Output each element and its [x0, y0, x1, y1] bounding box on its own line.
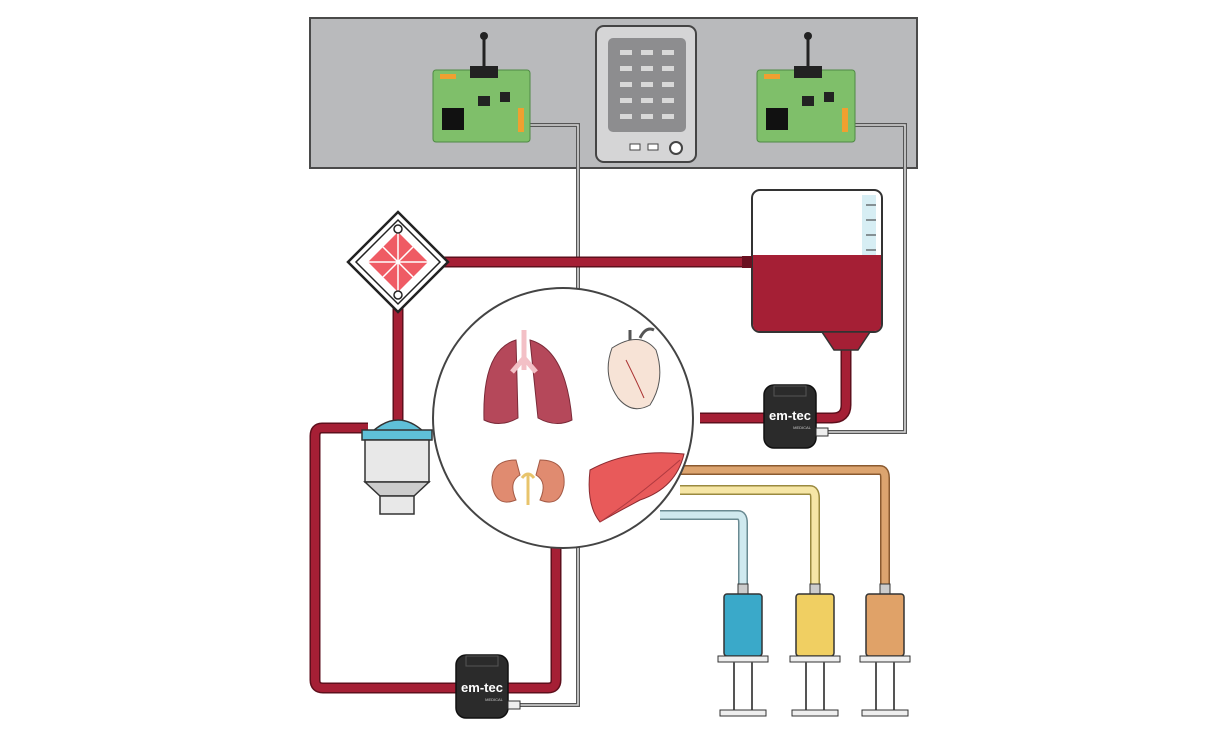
- pcb-right: [756, 32, 856, 143]
- syringe-yellow: [789, 583, 841, 717]
- oxygenator-icon: [346, 210, 450, 314]
- blood-tubes: [309, 256, 852, 694]
- liver-icon: [588, 452, 685, 523]
- fluid-tubes: [660, 465, 890, 592]
- pump-icon: [361, 419, 433, 515]
- syringe-orange: [859, 583, 911, 717]
- monitor-icon: [595, 25, 697, 163]
- sensor-subtitle-label: MEDICAL: [793, 425, 812, 430]
- sensor-subtitle-label: MEDICAL: [485, 697, 504, 702]
- sensor-brand-label: em-tec: [769, 408, 811, 423]
- kidneys-icon: [491, 459, 565, 505]
- heart-icon: [607, 327, 661, 410]
- reservoir-icon: [742, 189, 883, 351]
- syringe-blue: [717, 583, 769, 717]
- pcb-left: [432, 32, 531, 143]
- sensor-brand-label: em-tec: [461, 680, 503, 695]
- flow-sensor-bottom: em-tec MEDICAL: [455, 654, 521, 719]
- flow-sensor-right: em-tec MEDICAL: [763, 384, 829, 449]
- lungs-icon: [483, 330, 573, 424]
